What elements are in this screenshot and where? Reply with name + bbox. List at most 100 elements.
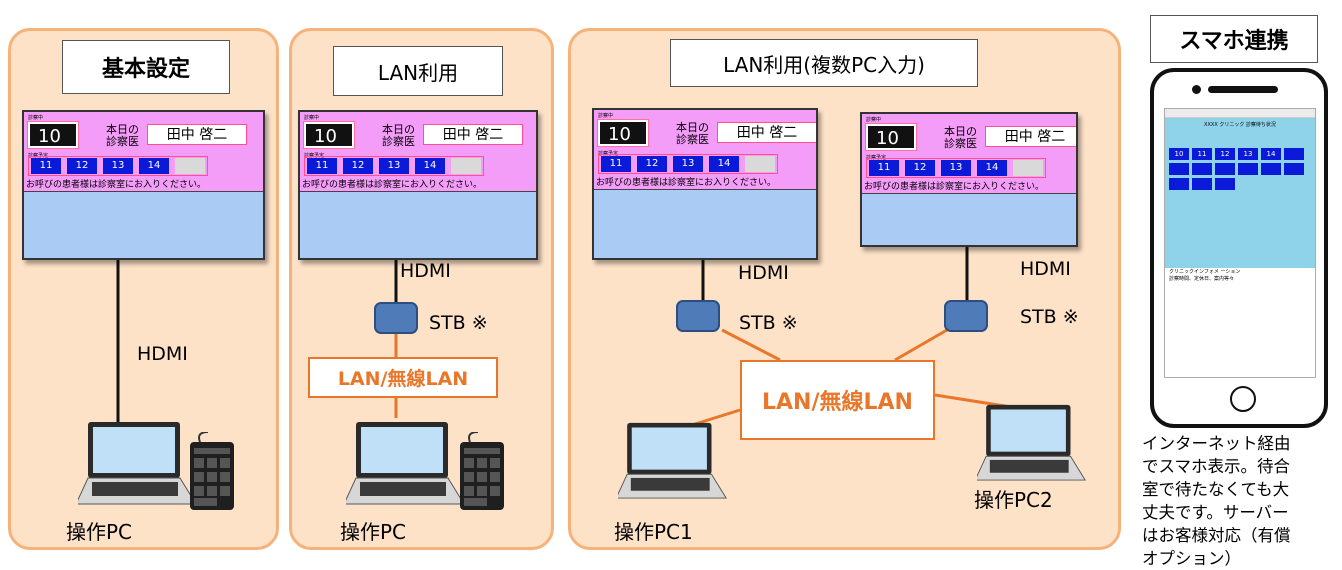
queue-number: 12 [637, 156, 667, 172]
laptop-icon-multi-1 [618, 422, 727, 499]
queue-number-empty [175, 158, 205, 174]
doctor-name: 田中 啓二 [147, 124, 247, 145]
waiting-display-lan: 診察中 10 本日の診察医 田中 啓二 診察予定 11 12 13 14 お呼び… [298, 110, 538, 260]
display-message: お呼びの患者様は診察室にお入りください。 [302, 180, 483, 190]
hdmi-label-multi-2: HDMI [1020, 258, 1071, 280]
waiting-display-basic: 診察中 10 本日の診察医 田中 啓二 診察予定 11 12 13 14 お呼び… [22, 110, 265, 260]
queue-number: 11 [31, 158, 61, 174]
queue-number: 14 [977, 160, 1007, 176]
queue-number: 14 [709, 156, 739, 172]
screen-body: XXXX クリニック 診察待ち状況 10 11 12 13 14 [1165, 118, 1315, 268]
phone-camera [1192, 85, 1201, 94]
pc-label-multi-1: 操作PC1 [614, 520, 693, 544]
laptop-icon-lan [346, 422, 465, 505]
calling-tag: 診察中 [304, 115, 320, 121]
stb-device-lan [374, 302, 418, 334]
doctor-name: 田中 啓二 [423, 124, 523, 145]
pc-label-multi-2: 操作PC2 [974, 488, 1053, 512]
display-message: お呼びの患者様は診察室にお入りください。 [864, 182, 1045, 192]
doctor-name: 田中 啓二 [717, 122, 816, 143]
stb-label-multi-2: STB ※ [1020, 306, 1079, 328]
queue-number: 11 [601, 156, 631, 172]
panel-title-lan-multi: LAN利用(複数PC入力) [670, 39, 978, 87]
queue-number: 13 [103, 158, 133, 174]
queue-number: 13 [379, 158, 409, 174]
queue-list: 11 12 13 14 [866, 158, 1046, 178]
queue-number-empty [1013, 160, 1043, 176]
phone-screen: XXXX クリニック 診察待ち状況 10 11 12 13 14 クリニックイン [1164, 108, 1316, 378]
lan-network-box-multi: LAN/無線LAN [740, 360, 935, 440]
browser-bar [1165, 109, 1315, 118]
hdmi-label-multi-1: HDMI [738, 262, 789, 284]
queue-list: 11 12 13 14 [598, 154, 778, 174]
calling-number: 10 [865, 123, 917, 151]
calling-tag: 診察中 [866, 117, 882, 123]
queue-list: 11 12 13 14 [28, 156, 208, 176]
screen-number: 12 [1215, 148, 1235, 160]
screen-slot [1261, 163, 1281, 175]
keypad-icon-basic [190, 432, 234, 510]
screen-header: XXXX クリニック 診察待ち状況 [1204, 122, 1276, 128]
hdmi-label-lan: HDMI [400, 260, 451, 282]
today-label: 本日の診察医 [106, 123, 139, 148]
screen-slot [1192, 178, 1212, 190]
display-message: お呼びの患者様は診察室にお入りください。 [596, 178, 777, 188]
pc-label-basic: 操作PC [66, 520, 133, 544]
queue-number: 12 [67, 158, 97, 174]
screen-slot [1215, 178, 1235, 190]
lan-cable-multi-stb1 [721, 328, 781, 362]
doctor-name: 田中 啓二 [985, 126, 1076, 147]
phone-home-button [1230, 386, 1256, 412]
stb-label-multi-1: STB ※ [739, 312, 798, 334]
queue-number: 11 [869, 160, 899, 176]
screen-footer: クリニックインフォメ ーション診察時間、定休日、案内等々 [1169, 269, 1241, 282]
queue-number-empty [745, 156, 775, 172]
stb-device-multi-2 [944, 300, 988, 332]
panel-title-phone: スマホ連携 [1150, 15, 1318, 63]
stb-label-lan: STB ※ [429, 312, 488, 334]
today-label: 本日の診察医 [676, 121, 709, 146]
calling-number: 10 [27, 121, 79, 149]
display-message: お呼びの患者様は診察室にお入りください。 [26, 180, 207, 190]
lan-cable-multi-stb2 [894, 328, 948, 362]
queue-number: 12 [905, 160, 935, 176]
screen-number: 11 [1192, 148, 1212, 160]
screen-number: 10 [1169, 148, 1189, 160]
screen-slot [1169, 178, 1189, 190]
screen-number: 14 [1261, 148, 1281, 160]
screen-number: 13 [1238, 148, 1258, 160]
panel-title-lan: LAN利用 [333, 46, 503, 96]
stb-device-multi-1 [676, 300, 720, 332]
smartphone: XXXX クリニック 診察待ち状況 10 11 12 13 14 クリニックイン [1150, 68, 1328, 428]
queue-list: 11 12 13 14 [304, 156, 484, 176]
waiting-display-multi-1: 診察中 10 本日の診察医 田中 啓二 診察予定 11 12 13 14 お呼び… [592, 108, 818, 260]
calling-tag: 診察中 [28, 115, 44, 121]
screen-slot [1284, 148, 1304, 160]
calling-tag: 診察中 [598, 113, 614, 119]
lan-network-box: LAN/無線LAN [308, 357, 498, 398]
phone-speaker [1208, 86, 1278, 93]
calling-number: 10 [303, 121, 355, 149]
screen-slot [1284, 163, 1304, 175]
laptop-icon-multi-2 [977, 404, 1086, 481]
queue-number: 13 [673, 156, 703, 172]
queue-number: 14 [139, 158, 169, 174]
waiting-display-multi-2: 診察中 10 本日の診察医 田中 啓二 診察予定 11 12 13 14 お呼び… [860, 112, 1078, 247]
calling-number: 10 [597, 119, 649, 147]
hdmi-label-basic: HDMI [137, 343, 188, 365]
queue-number-empty [451, 158, 481, 174]
today-label: 本日の診察医 [382, 123, 415, 148]
panel-title-basic: 基本設定 [62, 40, 230, 94]
queue-number: 14 [415, 158, 445, 174]
screen-slot [1169, 163, 1189, 175]
pc-label-lan: 操作PC [340, 520, 407, 544]
screen-slot [1192, 163, 1212, 175]
screen-slot [1238, 163, 1258, 175]
laptop-icon-basic [78, 422, 197, 505]
queue-number: 11 [307, 158, 337, 174]
queue-number: 13 [941, 160, 971, 176]
keypad-icon-lan [460, 432, 504, 510]
screen-slot [1215, 163, 1235, 175]
screen-numbers: 10 11 12 13 14 [1169, 148, 1314, 190]
today-label: 本日の診察医 [944, 125, 977, 150]
